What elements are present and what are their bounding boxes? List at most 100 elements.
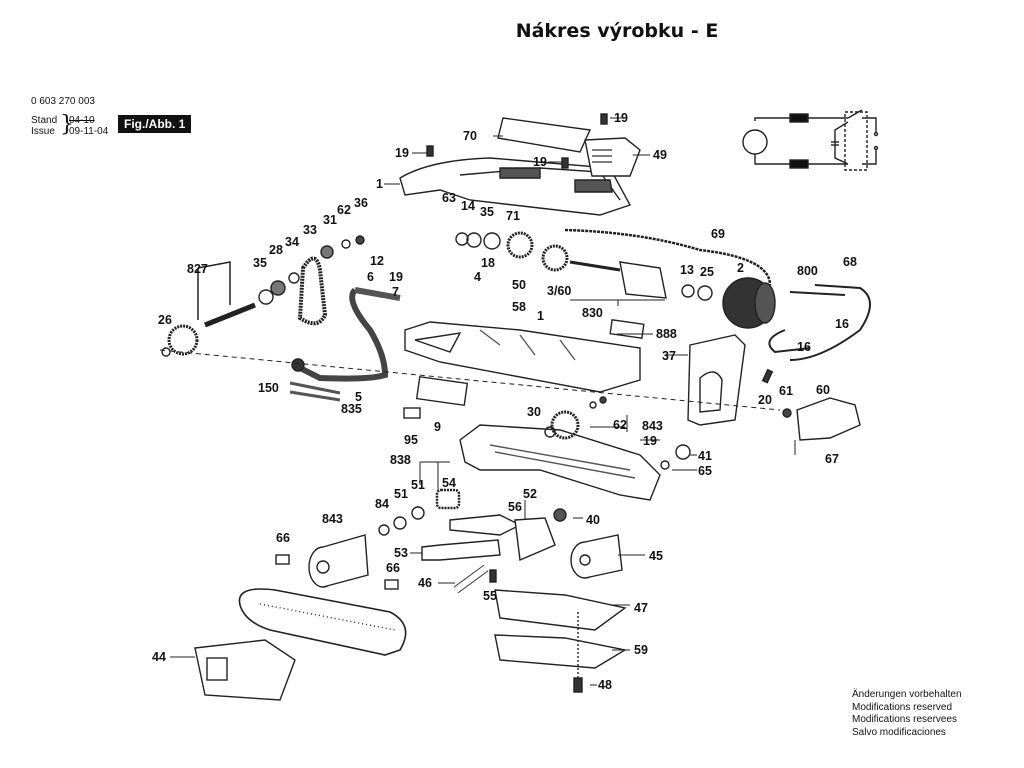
callout-19: 19 bbox=[395, 146, 409, 160]
brace-icon: } bbox=[60, 112, 74, 137]
callout-36: 36 bbox=[354, 196, 368, 210]
pulley-30 bbox=[550, 410, 580, 440]
motor-housing-1 bbox=[404, 321, 641, 393]
callout-25: 25 bbox=[700, 265, 714, 279]
switch-box bbox=[844, 111, 868, 171]
armature bbox=[455, 231, 713, 301]
callout-830: 830 bbox=[582, 306, 603, 320]
callout-67: 67 bbox=[825, 452, 839, 466]
callout-835: 835 bbox=[341, 402, 362, 416]
callout-3-60: 3/60 bbox=[547, 284, 572, 298]
stator-2 bbox=[722, 277, 776, 329]
sanding-belt bbox=[238, 588, 407, 656]
wiring-schematic bbox=[742, 109, 879, 171]
callout-71: 71 bbox=[506, 209, 520, 223]
callout-20: 20 bbox=[758, 393, 772, 407]
callout-60: 60 bbox=[816, 383, 830, 397]
platen-59 bbox=[494, 634, 627, 669]
callout-44: 44 bbox=[152, 650, 166, 664]
armature-body bbox=[619, 261, 667, 299]
callout-838: 838 bbox=[390, 453, 411, 467]
callout-19: 19 bbox=[533, 155, 547, 169]
callout-19: 19 bbox=[614, 111, 628, 125]
drive-parts bbox=[161, 235, 365, 357]
wire bbox=[754, 117, 790, 121]
callout-65: 65 bbox=[698, 464, 712, 478]
callout-26: 26 bbox=[158, 313, 172, 327]
issue-date: 09-11-04 bbox=[69, 126, 109, 137]
callout-18: 18 bbox=[481, 256, 495, 270]
note-en: Modifications reserved bbox=[852, 701, 953, 713]
callout-63: 63 bbox=[442, 191, 456, 205]
screw-48 bbox=[573, 677, 583, 693]
pad-66 bbox=[275, 554, 290, 565]
callout-888: 888 bbox=[656, 327, 677, 341]
callout-52: 52 bbox=[523, 487, 537, 501]
callout-61: 61 bbox=[779, 384, 793, 398]
drive-belt-33 bbox=[297, 256, 328, 326]
callout-31: 31 bbox=[323, 213, 337, 227]
switch-lever bbox=[847, 109, 863, 119]
callout-53: 53 bbox=[394, 546, 408, 560]
callout-54: 54 bbox=[442, 476, 456, 490]
callout-9: 9 bbox=[434, 420, 441, 434]
callout-41: 41 bbox=[698, 449, 712, 463]
callout-12: 12 bbox=[370, 254, 384, 268]
note-de: Änderungen vorbehalten bbox=[852, 689, 962, 700]
callout-66: 66 bbox=[386, 561, 400, 575]
rear-cover-37 bbox=[687, 334, 746, 426]
callout-150: 150 bbox=[258, 381, 279, 395]
callout-35: 35 bbox=[253, 256, 267, 270]
callout-35: 35 bbox=[480, 205, 494, 219]
callout-62: 62 bbox=[337, 203, 351, 217]
callout-58: 58 bbox=[512, 300, 526, 314]
callout-69: 69 bbox=[711, 227, 725, 241]
callout-45: 45 bbox=[649, 549, 663, 563]
callout-14: 14 bbox=[461, 199, 475, 213]
shaft bbox=[204, 302, 256, 328]
dust-nozzle-67 bbox=[796, 397, 861, 441]
rating-plate-9 bbox=[415, 375, 469, 407]
callout-49: 49 bbox=[653, 148, 667, 162]
label-plate-888 bbox=[609, 319, 645, 339]
callout-59: 59 bbox=[634, 643, 648, 657]
handle-housing bbox=[399, 157, 632, 216]
callout-1: 1 bbox=[537, 309, 544, 323]
screw-icons bbox=[426, 113, 608, 169]
callout-95: 95 bbox=[404, 433, 418, 447]
issue-label: Issue bbox=[31, 126, 55, 137]
knob-41 bbox=[675, 444, 691, 460]
callout-843: 843 bbox=[642, 419, 663, 433]
page-title: Nákres výrobku - E bbox=[515, 20, 719, 42]
cable-68 bbox=[789, 284, 871, 361]
callout-50: 50 bbox=[512, 278, 526, 292]
callout-1: 1 bbox=[376, 177, 383, 191]
footer-notes: Änderungen vorbehalten Modifications res… bbox=[852, 689, 962, 739]
callout-16: 16 bbox=[835, 317, 849, 331]
callout-51: 51 bbox=[394, 487, 408, 501]
leader-lines bbox=[170, 117, 796, 686]
callout-843: 843 bbox=[322, 512, 343, 526]
stand-label: Stand bbox=[31, 115, 58, 126]
part-number: 0 603 270 003 bbox=[31, 96, 95, 107]
screw-55 bbox=[489, 569, 497, 583]
inductor-top bbox=[789, 113, 809, 123]
callout-13: 13 bbox=[680, 263, 694, 277]
callout-56: 56 bbox=[508, 500, 522, 514]
callout-5: 5 bbox=[355, 390, 362, 404]
nut-61 bbox=[782, 408, 792, 418]
rollers-and-springs bbox=[275, 488, 623, 594]
callout-46: 46 bbox=[418, 576, 432, 590]
bracket-52 bbox=[514, 517, 556, 562]
callout-28: 28 bbox=[269, 243, 283, 257]
callout-70: 70 bbox=[463, 129, 477, 143]
callout-68: 68 bbox=[843, 255, 857, 269]
callout-2: 2 bbox=[737, 261, 744, 275]
switch-cover-49 bbox=[584, 137, 641, 177]
figure-badge: Fig./Abb. 1 bbox=[118, 115, 192, 133]
stand-date-struck: 04-10 bbox=[69, 115, 95, 126]
spring-54 bbox=[435, 488, 461, 510]
callout-37: 37 bbox=[662, 349, 676, 363]
callout-55: 55 bbox=[483, 589, 497, 603]
